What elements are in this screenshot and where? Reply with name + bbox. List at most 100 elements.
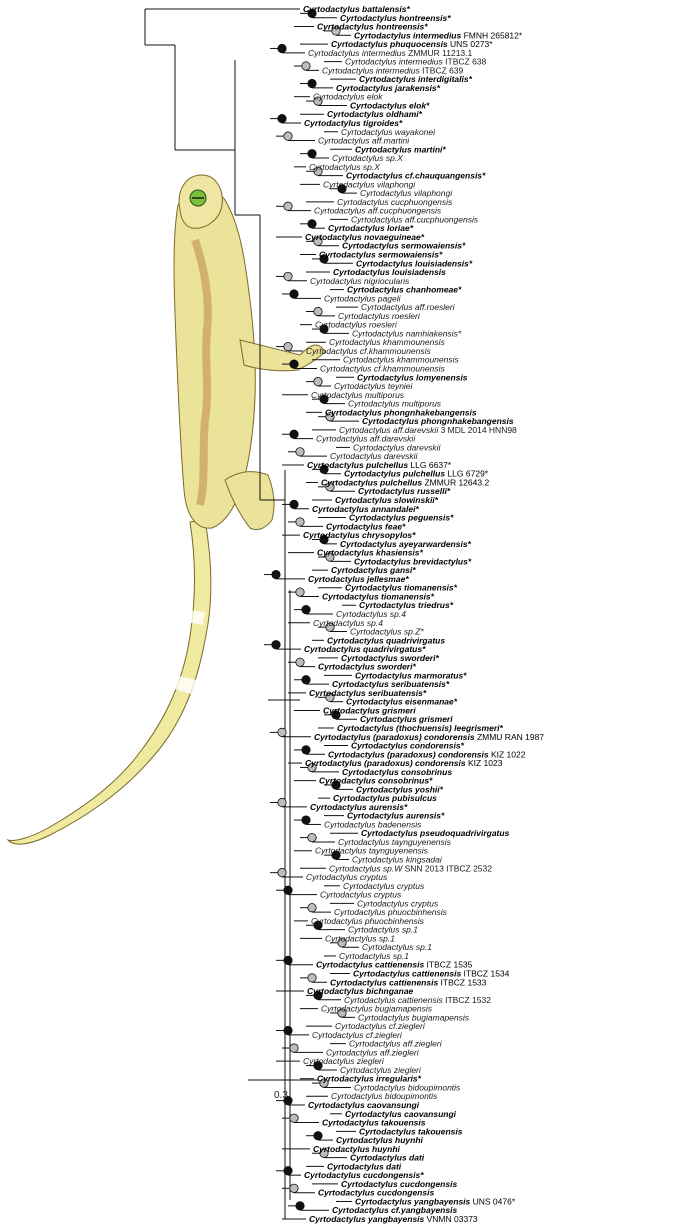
taxon-name: Cyrtodactylus pageli [324,293,402,303]
voucher-label: ZMMUR 11213.1 [406,48,473,58]
support-node [307,219,317,229]
taxon-label: Cyrtodactylus multiporus [348,399,442,409]
taxon-name: Cyrtodactylus interdigitalis* [359,74,473,84]
taxon-name: Cyrtodactylus condorensis* [351,741,465,751]
taxon-name: Cyrtodactylus intermedius [322,65,421,75]
taxon-name: Cyrtodactylus multiporus [348,399,442,409]
taxon-name: Cyrtodactylus taynguyenensis [338,837,452,847]
taxon-name: Cyrtodactylus aff.ziegleri [349,1039,443,1049]
support-node [301,605,311,615]
taxon-label: Cyrtodactylus cattienensis ITBCZ 1533 [330,977,487,987]
support-node [283,131,293,141]
taxon-label: Cyrtodactylus sworderi* [341,653,439,663]
taxon-name: Cyrtodactylus sermowaiensis* [319,250,443,260]
support-node [289,499,299,509]
taxon-name: Cyrtodactylus gansi* [331,565,416,575]
gecko-hind-leg [224,471,275,531]
taxon-label: Cyrtodactylus consobrinus [342,767,452,777]
taxon-name: Cyrtodactylus tigroides* [304,118,403,128]
taxon-name: Cyrtodactylus (thochuensis) leegrismeri* [337,723,503,733]
support-node [307,762,317,773]
taxon-label: Cyrtodactylus sp.X [332,153,403,163]
taxon-name: Cyrtodactylus aff.cucphuongensis [351,214,479,224]
taxon-label: Cyrtodactylus hontreensis* [340,13,451,23]
taxon-label: Cyrtodactylus tigroides* [304,118,403,128]
taxon-name: Cyrtodactylus tiomanensis* [322,591,435,601]
support-node [313,166,323,176]
taxon-name: Cyrtodactylus chrysopylos* [303,530,416,540]
taxon-name: Cyrtodactylus sp.1 [348,925,418,935]
taxon-label: Cyrtodactylus cf.khammounensis [320,363,445,373]
taxon-name: Cyrtodactylus cf.ziegleri [312,1030,403,1040]
taxon-name: Cyrtodactylus novaeguineae* [305,232,425,242]
taxon-name: Cyrtodactylus brevidactylus* [354,556,472,566]
taxon-label: Cyrtodactylus quadrivirgatus* [304,644,426,654]
voucher-label: KIZ 1022 [489,749,526,759]
taxon-label: Cyrtodactylus bichnganae [307,986,414,996]
taxon-name: Cyrtodactylus sp.W [329,863,403,873]
taxon-name: Cyrtodactylus takouensis [359,1126,463,1136]
taxon-name: Cyrtodactylus bidoupimontis [354,1082,461,1092]
taxon-name: Cyrtodactylus (paradoxus) condorensis [314,732,475,742]
voucher-label: UNS 0476* [470,1196,516,1206]
voucher-label: FMNH 265812* [461,30,523,40]
taxon-name: Cyrtodactylus cryptus [343,881,425,891]
taxon-name: Cyrtodactylus roesleri [315,320,398,330]
taxon-name: Cyrtodactylus sp.1 [362,942,432,952]
gecko-illustration [6,174,326,845]
taxon-name: Cyrtodactylus phongnhakebangensis [325,407,477,417]
taxon-label: Cyrtodactylus jarakensis* [336,83,441,93]
scale-bar: 0.3 [248,1079,318,1101]
taxon-label: Cyrtodactylus cucdongensis [318,1188,434,1198]
taxon-name: Cyrtodactylus cattienensis [353,968,461,978]
taxon-label: Cyrtodactylus intermedius ITBCZ 638 [345,57,487,67]
taxon-name: Cyrtodactylus aff.ziegleri [326,1047,420,1057]
taxon-label: Cyrtodactylus ziegleri [303,1056,385,1066]
taxon-label: Cyrtodactylus consobrinus* [319,776,433,786]
support-node [319,1148,329,1158]
support-node [325,412,335,422]
taxon-name: Cyrtodactylus intermedius [345,57,444,67]
taxon-label: Cyrtodactylus phuocbinhensis [311,916,425,926]
taxon-name: Cyrtodactylus sp.X [332,153,403,163]
taxon-label: Cyrtodactylus cryptus [306,872,388,882]
taxon-name: Cyrtodactylus phuocbinhensis [311,916,425,926]
taxon-label: Cyrtodactylus (thochuensis) leegrismeri* [337,723,503,733]
taxon-name: Cyrtodactylus eisenmanae* [346,697,458,707]
support-nodes [271,8,347,1211]
support-node [277,114,287,124]
support-node [313,236,323,246]
support-node [319,464,329,474]
voucher-label: ITBCZ 638 [443,57,487,67]
gecko-front-leg [239,339,326,372]
taxon-name: Cyrtodactylus vilaphongi [360,188,453,198]
taxon-name: Cyrtodactylus aurensis* [310,802,408,812]
taxon-name: Cyrtodactylus sworderi* [318,662,416,672]
taxon-label: Cyrtodactylus phongnhakebangensis [325,407,477,417]
support-node [283,1025,293,1036]
taxon-label: Cyrtodactylus cucdongensis [341,1179,457,1189]
taxon-label: Cyrtodactylus elok* [350,100,430,110]
tip-labels: Cyrtodactylus battalensis*Cyrtodactylus … [303,4,544,1224]
taxon-label: Cyrtodactylus sworderi* [318,662,416,672]
taxon-name: Cyrtodactylus aff.roesleri [361,302,456,312]
support-node [313,1131,323,1141]
taxon-label: Cyrtodactylus aff.cucphuongensis [314,206,442,216]
taxon-name: Cyrtodactylus irregularis* [317,1074,422,1084]
taxon-label: Cyrtodactylus takouensis [322,1118,426,1128]
taxon-label: Cyrtodactylus tiomanensis* [322,591,435,601]
taxon-label: Cyrtodactylus loriae* [328,223,414,233]
taxon-name: Cyrtodactylus bugiamapensis [321,1004,433,1014]
taxon-label: Cyrtodactylus annandalei* [312,504,419,514]
taxon-label: Cyrtodactylus triedrus* [359,600,454,610]
taxon-label: Cyrtodactylus huynhi [313,1144,401,1154]
taxon-name: Cyrtodactylus yoshii* [356,784,444,794]
taxon-name: Cyrtodactylus battalensis* [303,4,410,14]
taxon-label: Cyrtodactylus cf.khammounensis [306,346,431,356]
support-node [307,149,317,159]
taxon-label: Cyrtodactylus intermedius ZMMUR 11213.1 [308,48,473,58]
support-node [319,324,329,334]
taxon-label: Cyrtodactylus cf.ziegleri [335,1021,426,1031]
taxon-label: Cyrtodactylus sp.1 [348,925,418,935]
